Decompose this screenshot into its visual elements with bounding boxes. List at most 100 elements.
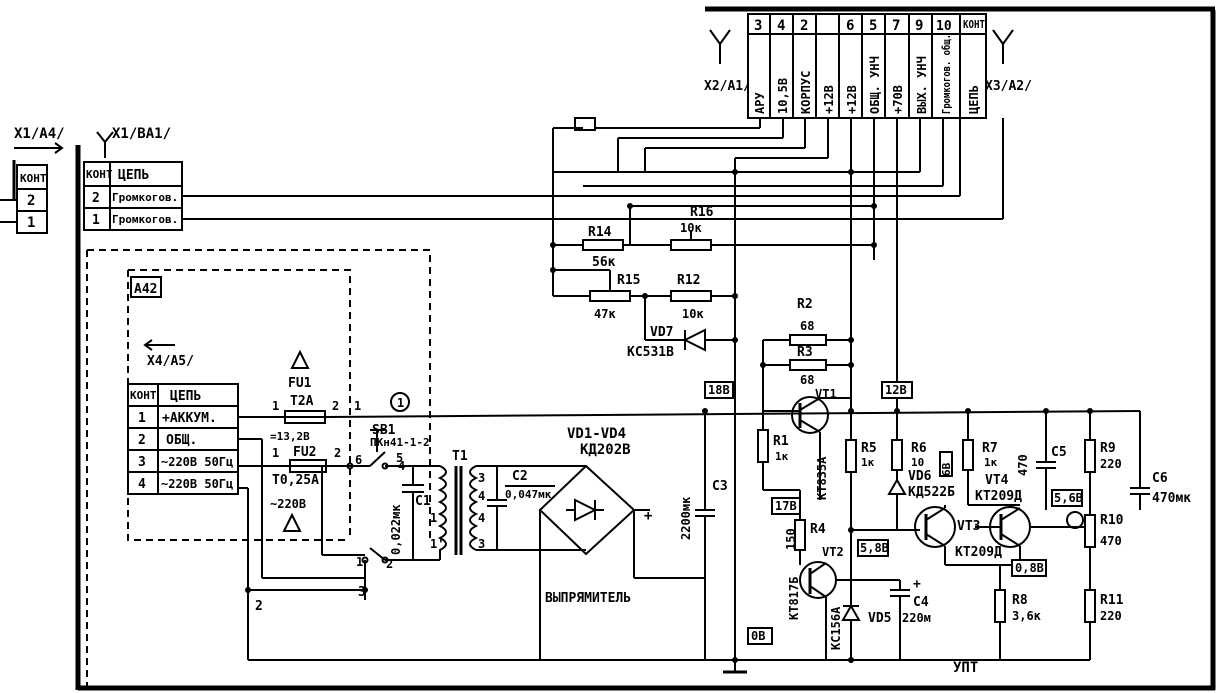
rectifier-bridge: [538, 464, 636, 556]
svg-text:18В: 18В: [708, 383, 730, 397]
vd6-diode: [887, 477, 907, 495]
table-x2: 3 4 2 6 5 7 9 10 КОНТ АРУ 10,5В КОРПУС +…: [747, 13, 987, 119]
svg-text:+: +: [644, 508, 652, 524]
svg-text:T1: T1: [452, 449, 468, 464]
svg-text:1': 1': [430, 537, 444, 551]
svg-text:6В: 6В: [940, 462, 953, 476]
svg-text:2: 2: [27, 193, 35, 209]
svg-text:FU1: FU1: [288, 376, 312, 391]
svg-text:ЦЕПЬ: ЦЕПЬ: [170, 389, 201, 404]
svg-text:3: 3: [358, 585, 366, 600]
r3-resistor: [789, 359, 827, 371]
svg-text:ОБЩ. УНЧ: ОБЩ. УНЧ: [868, 56, 882, 114]
svg-text:R6: R6: [911, 441, 927, 456]
svg-text:3,6к: 3,6к: [1012, 609, 1042, 623]
connector-label-x1a4: X1/A4/: [14, 126, 65, 142]
svg-text:4: 4: [777, 18, 785, 34]
r15-resistor: [589, 290, 631, 302]
svg-text:R16: R16: [690, 205, 714, 220]
svg-text:1: 1: [272, 399, 279, 413]
svg-text:ВЫПРЯМИТЕЛЬ: ВЫПРЯМИТЕЛЬ: [545, 591, 631, 606]
svg-text:220: 220: [1100, 457, 1122, 471]
t1-secondary-winding: [469, 465, 479, 551]
r1-resistor: [757, 429, 769, 463]
svg-text:КОНТ: КОНТ: [963, 18, 985, 31]
svg-text:1: 1: [272, 446, 279, 460]
svg-text:6: 6: [846, 18, 854, 34]
svg-text:КС156А: КС156А: [829, 606, 843, 650]
upt-label: УПТ: [953, 660, 978, 676]
svg-text:1: 1: [138, 411, 146, 426]
svg-text:470: 470: [1016, 454, 1030, 476]
svg-text:2: 2: [332, 399, 339, 413]
svg-text:2: 2: [386, 557, 393, 571]
svg-text:3: 3: [138, 455, 146, 470]
t1-primary-winding: [437, 465, 447, 560]
svg-text:~220В 50Гц: ~220В 50Гц: [161, 455, 233, 469]
svg-text:КД522Б: КД522Б: [908, 485, 955, 500]
svg-text:3: 3: [478, 471, 485, 485]
svg-text:2: 2: [92, 191, 100, 206]
svg-text:9: 9: [915, 18, 923, 34]
svg-text:68: 68: [800, 373, 814, 387]
svg-text:220м: 220м: [902, 611, 931, 625]
svg-text:0В: 0В: [751, 629, 765, 643]
table-a4: КОНТ 2 1: [0, 164, 48, 234]
svg-text:1: 1: [354, 399, 361, 413]
svg-text:VD5: VD5: [868, 611, 891, 626]
connector-label-x4a5: X4/A5/: [147, 354, 194, 369]
svg-text:10: 10: [936, 19, 952, 34]
vd7-zener: [682, 328, 706, 352]
svg-text:VT2: VT2: [822, 545, 844, 559]
a42-label: A42: [134, 282, 157, 297]
svg-text:ПКн41-1-2: ПКн41-1-2: [370, 436, 430, 449]
svg-text:C3: C3: [712, 479, 728, 494]
svg-text:1к: 1к: [984, 456, 998, 469]
svg-text:R9: R9: [1100, 441, 1116, 456]
svg-text:VD7: VD7: [650, 325, 673, 340]
svg-text:VT3: VT3: [957, 519, 980, 534]
svg-text:1: 1: [397, 396, 404, 410]
svg-text:КТ817Б: КТ817Б: [787, 577, 801, 620]
svg-text:470: 470: [1100, 534, 1122, 548]
svg-text:56к: 56к: [592, 255, 616, 270]
svg-text:C4: C4: [913, 595, 929, 610]
svg-text:FU2: FU2: [293, 445, 316, 460]
svg-text:1: 1: [27, 215, 35, 231]
svg-text:10: 10: [911, 456, 924, 469]
connector-label-x2a1: X2/A1/: [704, 79, 751, 94]
svg-text:0,022мк: 0,022мк: [389, 504, 403, 555]
svg-text:470мк: 470мк: [1152, 491, 1191, 506]
svg-text:C2: C2: [512, 469, 528, 484]
svg-text:1к: 1к: [861, 456, 875, 469]
svg-text:C6: C6: [1152, 471, 1168, 486]
connector-label-x3a2: X3/A2/: [985, 79, 1032, 94]
svg-text:10к: 10к: [680, 221, 702, 235]
svg-text:2: 2: [255, 599, 263, 614]
svg-text:5,6В: 5,6В: [1054, 491, 1083, 505]
svg-text:2200мк: 2200мк: [679, 496, 693, 540]
svg-text:+12В: +12В: [845, 85, 859, 114]
svg-text:~220В: ~220В: [270, 497, 306, 511]
vt3-transistor: [914, 506, 956, 548]
svg-text:R7: R7: [982, 441, 998, 456]
svg-text:ЦЕПЬ: ЦЕПЬ: [118, 168, 149, 183]
svg-text:VD1-VD4: VD1-VD4: [567, 426, 626, 442]
svg-text:АРУ: АРУ: [753, 92, 767, 114]
svg-text:12В: 12В: [885, 383, 907, 397]
r14-resistor: [582, 239, 624, 251]
svg-text:68: 68: [800, 319, 814, 333]
svg-text:2: 2: [138, 433, 146, 448]
svg-text:ВЫХ. УНЧ: ВЫХ. УНЧ: [915, 56, 929, 114]
svg-text:R8: R8: [1012, 593, 1028, 608]
svg-text:КС531В: КС531В: [627, 345, 674, 360]
svg-text:+АККУМ.: +АККУМ.: [162, 411, 217, 426]
r16-resistor: [670, 239, 712, 251]
svg-text:VT4: VT4: [985, 473, 1009, 488]
svg-text:47к: 47к: [594, 307, 616, 321]
svg-text:4: 4: [478, 489, 485, 503]
svg-text:C1: C1: [415, 494, 431, 509]
svg-text:КТ209Д: КТ209Д: [955, 545, 1002, 560]
svg-text:+: +: [913, 577, 921, 592]
r10-potentiometer: [1084, 514, 1096, 548]
